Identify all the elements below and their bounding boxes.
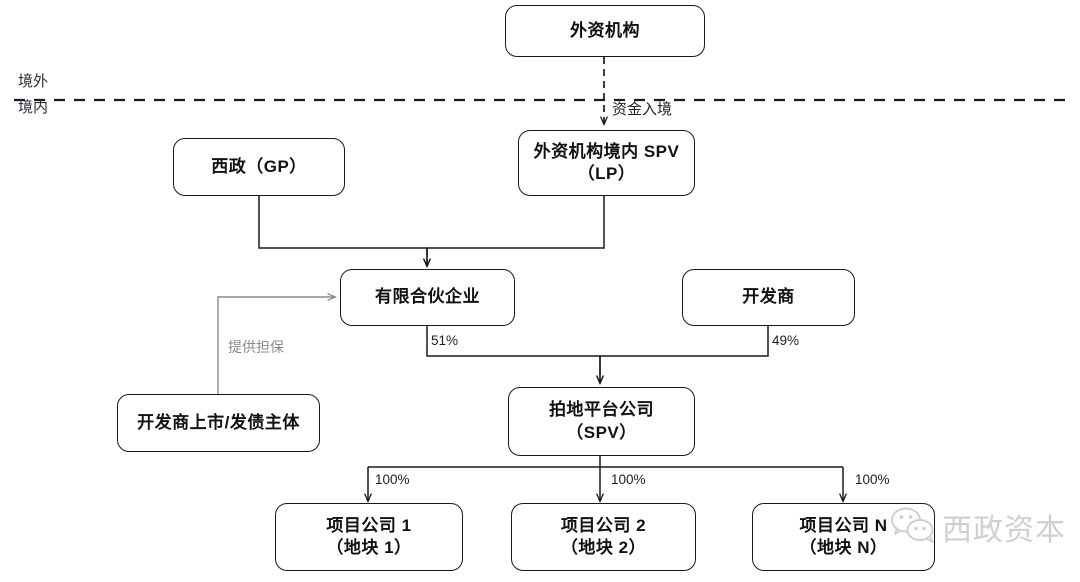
node-label-line2: （地块 N） — [799, 538, 888, 557]
onshore-label: 境内 — [18, 99, 49, 116]
edge-label-project1-share: 100% — [375, 472, 410, 487]
edge-label-project2-share: 100% — [611, 472, 646, 487]
watermark: 西政资本 — [890, 505, 1066, 549]
node-onshore-spv[interactable]: 外资机构境内 SPV （LP） — [518, 130, 695, 196]
node-label-line1: 开发商 — [742, 287, 795, 307]
node-label-line1: 项目公司 N — [799, 515, 888, 535]
node-xizheng-gp[interactable]: 西政（GP） — [173, 138, 345, 196]
node-label-line1: 外资机构境内 SPV — [533, 141, 680, 161]
node-label-line2: （地块 1） — [326, 538, 412, 557]
node-label-line2: （LP） — [577, 164, 636, 183]
node-project-company-n[interactable]: 项目公司 N （地块 N） — [752, 503, 935, 571]
node-label-line1: 开发商上市/发债主体 — [137, 412, 300, 432]
node-label-line1: 有限合伙企业 — [375, 287, 480, 307]
node-developer-listed-bond-entity[interactable]: 开发商上市/发债主体 — [117, 394, 320, 452]
edge-label-projectn-share: 100% — [855, 472, 890, 487]
node-label-line1: 项目公司 2 — [560, 515, 647, 535]
node-label-line1: 西政（GP） — [211, 156, 307, 176]
node-developer[interactable]: 开发商 — [682, 269, 855, 326]
node-land-bidding-platform[interactable]: 拍地平台公司 （SPV） — [508, 387, 695, 456]
node-label-line2: （SPV） — [566, 422, 637, 442]
edge-label-capital-inflow: 资金入境 — [612, 101, 673, 118]
watermark-text: 西政资本 — [942, 513, 1066, 548]
node-project-company-1[interactable]: 项目公司 1 （地块 1） — [275, 503, 463, 571]
node-label-line1: 外资机构 — [570, 20, 640, 40]
edge-label-developer-share: 49% — [772, 333, 800, 348]
edge-label-provide-guarantee: 提供担保 — [228, 339, 284, 355]
wechat-icon — [890, 506, 936, 549]
node-label-line1: 拍地平台公司 — [549, 400, 654, 420]
node-label-line1: 项目公司 1 — [326, 515, 412, 535]
edge-label-lp-share: 51% — [431, 333, 459, 348]
node-project-company-2[interactable]: 项目公司 2 （地块 2） — [511, 503, 696, 571]
node-limited-partnership[interactable]: 有限合伙企业 — [340, 269, 515, 326]
node-label-line2: （地块 2） — [560, 538, 647, 557]
offshore-label: 境外 — [18, 73, 49, 90]
node-foreign-institution[interactable]: 外资机构 — [505, 5, 705, 57]
